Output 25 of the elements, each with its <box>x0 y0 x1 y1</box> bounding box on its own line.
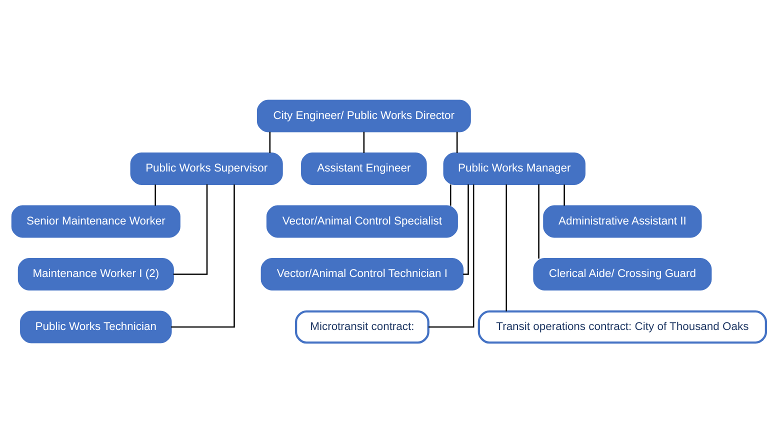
node-box: Administrative Assistant II <box>543 204 702 238</box>
connector <box>463 184 469 274</box>
connector <box>456 131 458 152</box>
node-box: Public Works Supervisor <box>130 152 283 184</box>
node-box: Public Works Technician <box>20 310 172 343</box>
connector <box>506 184 508 311</box>
connector <box>564 184 565 206</box>
node-box: Senior Maintenance Worker <box>11 204 180 238</box>
connector <box>428 184 474 328</box>
node-box: Public Works Manager <box>443 152 586 184</box>
connector <box>171 184 235 328</box>
connector <box>450 184 452 206</box>
connector <box>173 184 208 274</box>
node-box: Maintenance Worker I (2) <box>18 258 174 290</box>
connector <box>538 184 540 258</box>
node-box: Transit operations contract: City of Thousand Oaks <box>478 310 768 344</box>
node-box: Vector/Animal Control Specialist <box>266 204 458 238</box>
node-box: Vector/Animal Control Technician I <box>260 258 464 290</box>
connector <box>363 131 365 152</box>
connector <box>154 184 156 206</box>
node-box: City Engineer/ Public Works Director <box>256 99 471 132</box>
connector <box>269 131 271 152</box>
node-box: Clerical Aide/ Crossing Guard <box>533 258 712 290</box>
node-box: Microtransit contract: <box>294 310 430 344</box>
node-box: Assistant Engineer <box>301 152 427 184</box>
